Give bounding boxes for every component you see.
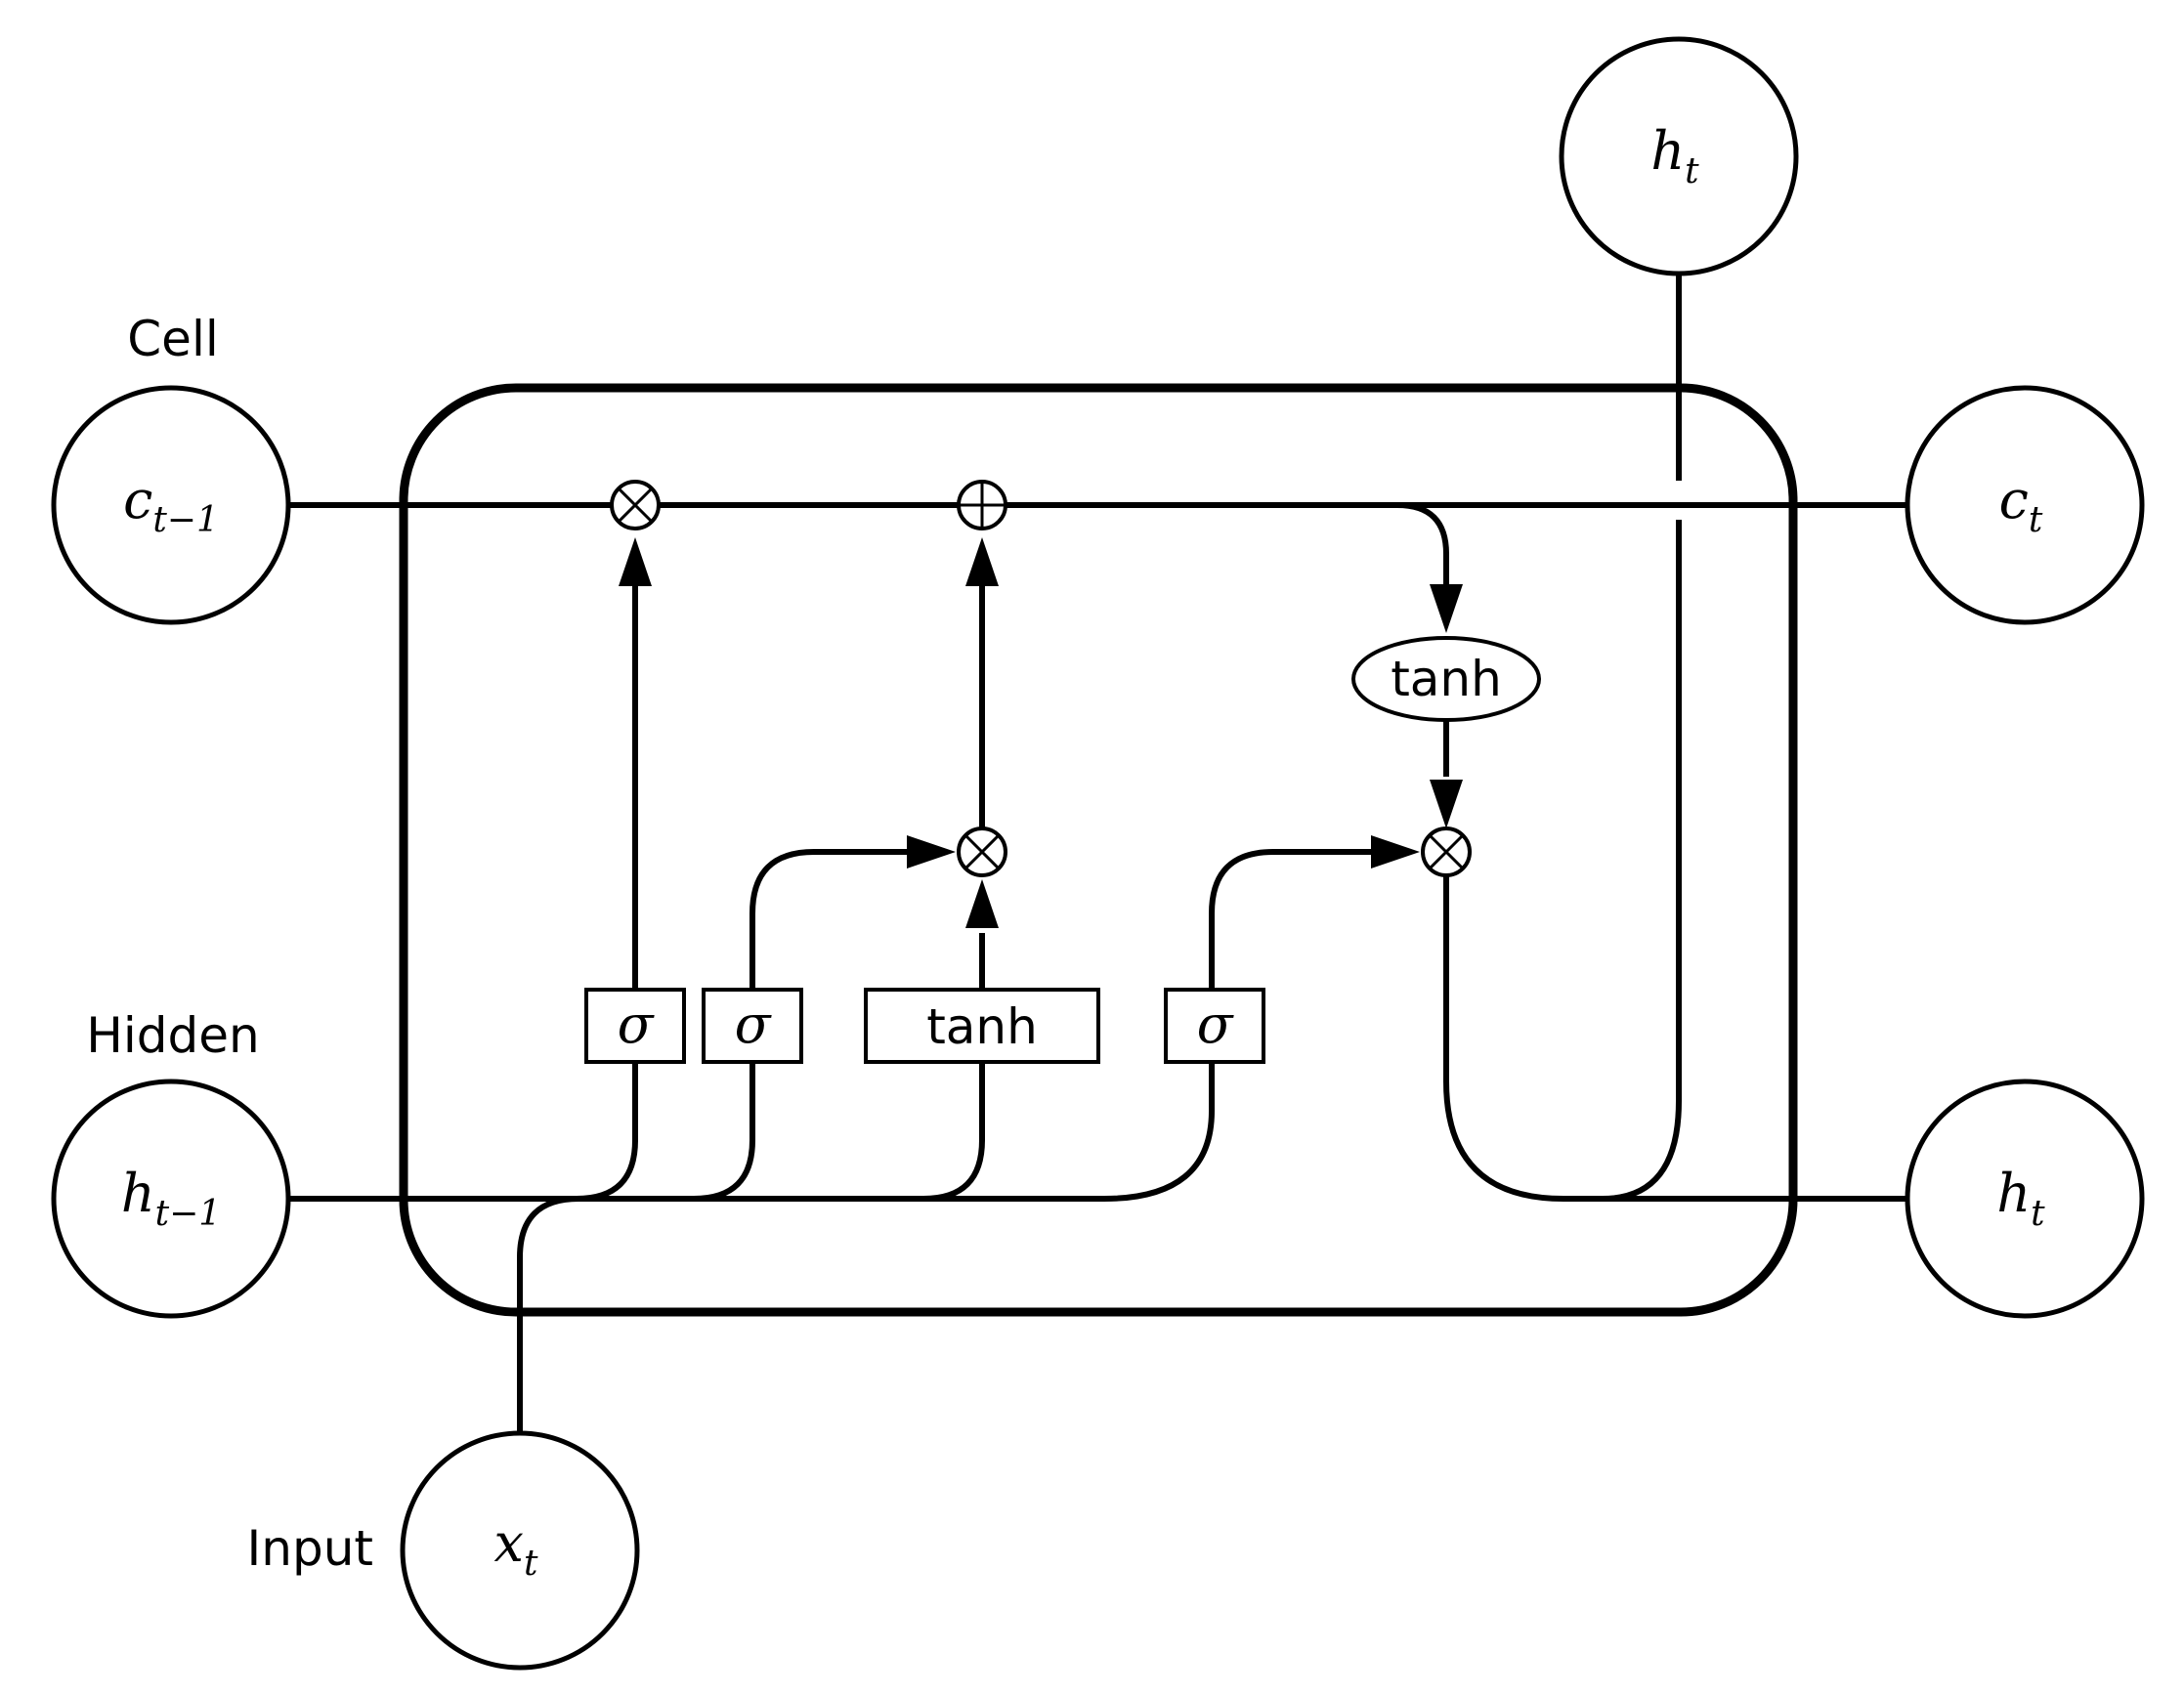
cell-tanh-arrowhead bbox=[1430, 584, 1463, 633]
forget-branch-line bbox=[576, 1062, 638, 1202]
output-gate-label: σ bbox=[1197, 994, 1235, 1055]
c-t-sub: t bbox=[2029, 500, 2043, 540]
h-t-top-base: h bbox=[1650, 120, 1685, 182]
h-t-top-node: ht bbox=[1559, 36, 1799, 276]
input-branch-line bbox=[693, 1062, 755, 1202]
cell-tanh-gate: tanh bbox=[1351, 636, 1541, 722]
hidden-label: Hidden bbox=[86, 1007, 259, 1064]
input-gate-arrowhead bbox=[907, 835, 956, 869]
h-t-right-sub: t bbox=[2031, 1194, 2045, 1234]
output-branch-line bbox=[1103, 1062, 1215, 1202]
candidate-branch-line bbox=[922, 1062, 985, 1202]
svg-text:ht: ht bbox=[1996, 1163, 2045, 1234]
forget-gate: σ bbox=[584, 988, 686, 1064]
h-prev-sub: t−1 bbox=[155, 1194, 222, 1234]
c-t-node: ct bbox=[1905, 385, 2145, 625]
lstm-cell-box bbox=[399, 383, 1798, 1317]
input-gate: σ bbox=[702, 988, 803, 1064]
x-t-base: x bbox=[494, 1512, 524, 1574]
c-prev-sub: t−1 bbox=[152, 500, 219, 540]
h-t-right-node: ht bbox=[1905, 1079, 2145, 1319]
h-prev-base: h bbox=[121, 1163, 155, 1224]
cell-tanh-label: tanh bbox=[1391, 651, 1502, 707]
cell-label: Cell bbox=[127, 311, 218, 367]
svg-text:ct: ct bbox=[1999, 469, 2043, 540]
h-t-right-base: h bbox=[1996, 1163, 2031, 1224]
candidate-gate: tanh bbox=[864, 988, 1100, 1064]
svg-text:xt: xt bbox=[494, 1512, 538, 1584]
input-multiply-icon bbox=[957, 826, 1007, 877]
forget-multiply-icon bbox=[610, 480, 661, 530]
cell-to-tanh-line bbox=[1396, 502, 1449, 586]
output-mult-arrowhead bbox=[1430, 780, 1463, 828]
output-to-hidden-line bbox=[1443, 875, 1910, 1202]
input-label: Input bbox=[247, 1520, 373, 1577]
add-arrowhead bbox=[965, 537, 999, 586]
x-t-node: xt bbox=[400, 1430, 640, 1671]
output-gate-to-mult-line bbox=[1209, 849, 1373, 990]
forget-gate-label: σ bbox=[618, 994, 656, 1055]
candidate-gate-label: tanh bbox=[926, 998, 1038, 1055]
h-prev-node: ht−1 bbox=[51, 1079, 291, 1319]
candidate-arrowhead bbox=[965, 879, 999, 928]
c-t-base: c bbox=[1999, 469, 2029, 530]
hidden-up-line bbox=[1602, 520, 1682, 1202]
output-gate-arrowhead bbox=[1371, 835, 1420, 869]
input-merge-line bbox=[517, 1196, 579, 1434]
svg-text:ht: ht bbox=[1650, 120, 1699, 191]
output-multiply-icon bbox=[1421, 826, 1472, 877]
forget-arrowhead bbox=[619, 537, 652, 586]
svg-text:ht−1: ht−1 bbox=[121, 1163, 221, 1234]
svg-text:ct−1: ct−1 bbox=[123, 469, 219, 540]
c-prev-base: c bbox=[123, 469, 152, 530]
input-gate-label: σ bbox=[735, 994, 773, 1055]
c-prev-node: ct−1 bbox=[51, 385, 291, 625]
cell-add-icon bbox=[957, 480, 1007, 530]
output-gate: σ bbox=[1164, 988, 1265, 1064]
input-gate-to-mult-line bbox=[749, 849, 909, 990]
x-t-sub: t bbox=[524, 1544, 538, 1584]
h-t-top-sub: t bbox=[1685, 151, 1699, 191]
